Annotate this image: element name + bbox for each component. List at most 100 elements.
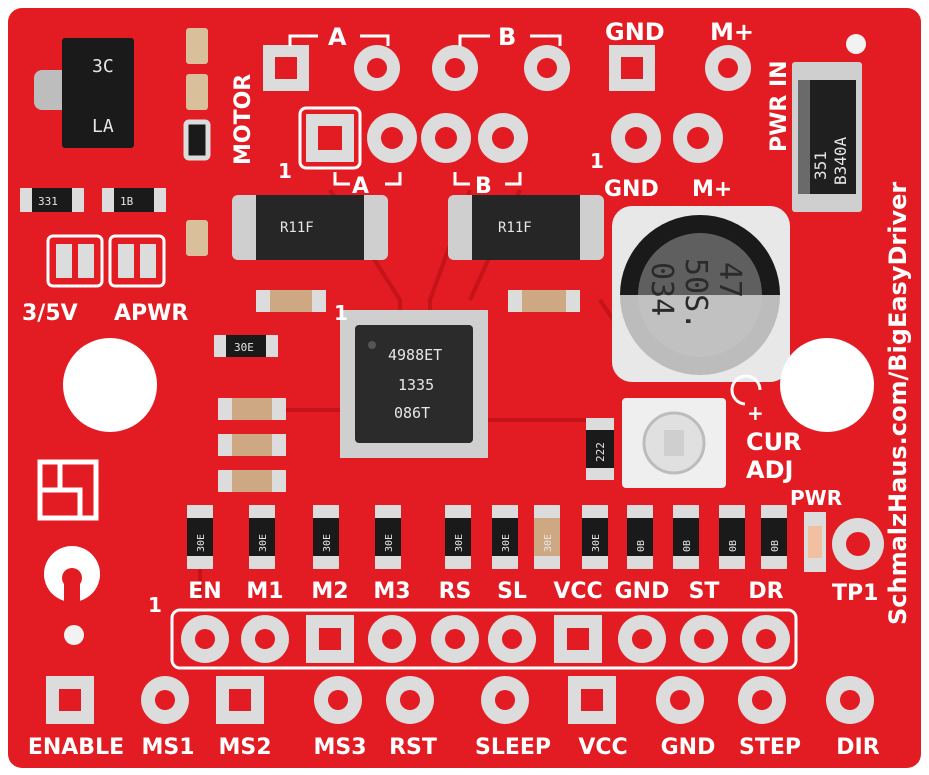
open-hardware-logo: [44, 546, 100, 604]
row-resistor: 30E: [313, 505, 339, 569]
row-resistor: 0B: [761, 505, 787, 569]
small-capacitors-top: [183, 28, 211, 256]
sense-resistor-left-code: R11F: [280, 220, 314, 236]
row-resistor: 30E: [534, 505, 560, 569]
caps-left-of-chip: [218, 398, 286, 492]
bottom-header-pad: [738, 676, 786, 724]
middle-pin-label: VCC: [553, 579, 602, 604]
bottom-pin-label: VCC: [578, 735, 627, 760]
header-inner-label-b: B: [475, 174, 492, 199]
cur-adj-label-line1: CUR: [746, 428, 802, 456]
row-resistor: 0B: [673, 505, 699, 569]
cur-adj-plus: +: [747, 401, 764, 425]
mounting-hole-left: [63, 338, 157, 432]
row-resistor-code: 0B: [636, 540, 647, 552]
resistor-left-a: 331: [20, 188, 84, 212]
middle-pin-label: ST: [689, 579, 720, 604]
middle-header-pads: [170, 608, 798, 670]
bottom-header-pad: [386, 676, 434, 724]
chip-marking-line3: 086T: [394, 404, 430, 422]
row-resistor: 30E: [445, 505, 471, 569]
middle-header-pad: [241, 615, 289, 663]
cap-under-sense-right: [508, 290, 580, 312]
header-inner-label-m-plus: M+: [692, 177, 732, 202]
row-resistor-code: 30E: [322, 534, 333, 552]
row-resistor-code: 0B: [728, 540, 739, 552]
sense-resistor-left: R11F: [232, 195, 388, 260]
chip-marking-line1: 4988ET: [388, 346, 442, 364]
electrolytic-capacitor: 47 50S. 034: [612, 206, 790, 382]
row-resistor: 30E: [582, 505, 608, 569]
bottom-pin-label: SLEEP: [475, 735, 551, 760]
row-resistor-code: 30E: [384, 534, 395, 552]
row-resistor-code: 30E: [591, 534, 602, 552]
fiducial-top-right: [846, 34, 866, 54]
header-label-b: B: [498, 23, 516, 51]
bottom-pin-label: GND: [661, 735, 716, 760]
board-url-text: SchmalzHaus.com/BigEasyDriver: [884, 182, 912, 625]
middle-header-pad: [618, 615, 666, 663]
middle-pin-label: M1: [246, 579, 283, 604]
mounting-hole-right: [780, 338, 874, 432]
jumper-apwr-label: APWR: [114, 301, 188, 326]
row-resistor: 30E: [187, 505, 213, 569]
bottom-header-pad: [314, 676, 362, 724]
bottom-header-pad: [826, 676, 874, 724]
chip-marking-line2: 1335: [398, 376, 434, 394]
middle-pin-label: M3: [373, 579, 410, 604]
middle-header-outline: [170, 608, 798, 670]
header-pin1-marker: 1: [278, 159, 292, 183]
bottom-pin-label: MS2: [218, 735, 271, 760]
header-label-a: A: [328, 23, 347, 51]
regulator-sub-code: LA: [92, 116, 114, 137]
row-resistor-code: 0B: [682, 540, 693, 552]
pwr-in-label: PWR IN: [767, 60, 792, 152]
resistor-near-pot: 222: [586, 418, 614, 480]
bottom-pin-label: MS3: [313, 735, 366, 760]
bottom-header-pads: [46, 676, 874, 724]
resistor-near-chip: 30E: [214, 335, 278, 357]
resistor-left-a-code: 331: [38, 195, 58, 208]
middle-header-pad: [368, 615, 416, 663]
motor-label: MOTOR: [231, 74, 256, 165]
header-label-m-plus: M+: [710, 18, 754, 46]
middle-pin-label: M2: [311, 579, 348, 604]
middle-pin-label: SL: [497, 579, 527, 604]
row-resistor-code: 30E: [501, 534, 512, 552]
middle-header-pad: [680, 615, 728, 663]
row-resistor-code: 0B: [770, 540, 781, 552]
row-resistor-code: 30E: [258, 534, 269, 552]
bottom-header-pad: [216, 676, 264, 724]
current-adjust-potentiometer: [622, 398, 726, 488]
header-top-row: [263, 45, 751, 91]
middle-header-pad: [488, 615, 536, 663]
jumper-3-5v: [46, 234, 104, 288]
schottky-diode: 351 B340A: [792, 62, 862, 212]
pwr-led-label: PWR: [790, 486, 842, 510]
header-pin1-marker-right: 1: [590, 149, 604, 173]
sense-resistor-right-code: R11F: [498, 220, 532, 236]
bottom-pin-label: DIR: [836, 735, 879, 760]
bottom-header-pad: [46, 676, 94, 724]
middle-pin-label: EN: [188, 579, 221, 604]
bottom-header-pad: [568, 676, 616, 724]
bottom-pin-label: MS1: [141, 735, 194, 760]
resistor-near-chip-code: 30E: [234, 341, 254, 354]
schmalzhaus-logo: [37, 459, 99, 521]
cap-under-sense-left: [256, 290, 326, 312]
cap-marking-line3: 034: [644, 262, 679, 316]
pin1-marker-lower: 1: [148, 593, 162, 617]
fiducial-bottom-left: [64, 625, 84, 645]
diode-code-line1: 351: [811, 151, 830, 180]
header-inner-label-gnd: GND: [604, 177, 659, 202]
bottom-pin-label: RST: [389, 735, 437, 760]
row-resistor: 30E: [249, 505, 275, 569]
bottom-header-pad: [481, 676, 529, 724]
tp1-label: TP1: [832, 581, 878, 606]
a4988-driver-chip: 4988ET 1335 086T: [340, 310, 488, 458]
row-resistor-code: 30E: [196, 534, 207, 552]
middle-header-pad: [742, 615, 790, 663]
row-resistor: 0B: [627, 505, 653, 569]
